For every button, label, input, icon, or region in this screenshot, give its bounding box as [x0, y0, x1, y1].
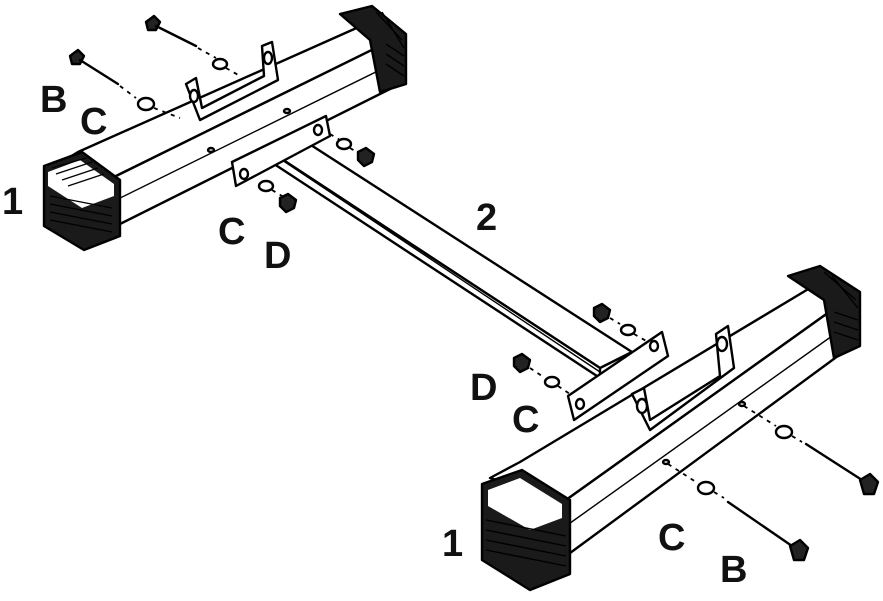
label-bolt-b-bottom: B [720, 549, 747, 591]
washer-nut-bottom-lower [512, 352, 571, 395]
label-part-1-left: 1 [2, 181, 23, 223]
washer-nut-bottom-upper [592, 302, 649, 343]
crossbar-part-2 [266, 136, 634, 380]
label-washer-c-bottom: C [658, 517, 685, 559]
washer-nut-top-left [257, 179, 298, 214]
label-washer-c-top: C [80, 101, 107, 143]
bolt-top-upper [144, 14, 241, 77]
bolt-b-bottom [667, 463, 810, 562]
label-nut-d-right: D [470, 367, 497, 409]
label-washer-c-left-mid: C [218, 211, 245, 253]
u-bracket-top [184, 40, 280, 122]
label-bolt-b-top: B [40, 79, 67, 121]
label-nut-d-left: D [264, 235, 291, 277]
end-cap-bottom-right [786, 264, 862, 360]
label-part-1-right: 1 [442, 523, 463, 565]
flat-plate-bottom [566, 330, 670, 422]
washer-nut-top-right [329, 133, 376, 168]
end-cap-top-right [338, 4, 408, 94]
label-part-2: 2 [476, 197, 497, 239]
bolt-bottom-upper [743, 405, 880, 496]
end-cap-top-left [42, 150, 122, 252]
end-cap-bottom-left [480, 468, 572, 592]
bolt-b-top [68, 48, 181, 119]
u-bracket-bottom [630, 324, 736, 432]
label-washer-c-right-mid: C [512, 399, 539, 441]
flat-plate-top [230, 114, 332, 188]
